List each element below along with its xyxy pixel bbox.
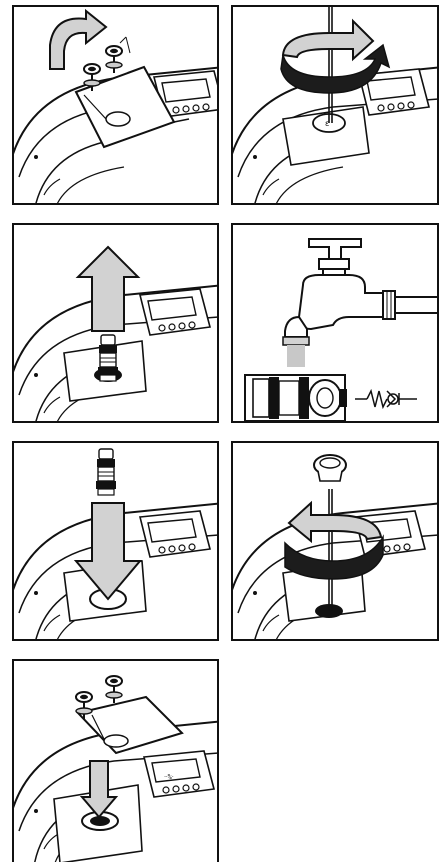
step-6-panel [231, 441, 439, 641]
check-valve [98, 335, 118, 381]
display-readout: ᐧᐧ%ᐧ [164, 773, 174, 781]
step-1-panel [12, 5, 219, 205]
check-valve [245, 375, 347, 421]
step-2-panel: ε [231, 5, 439, 205]
curved-arrow-icon [50, 11, 106, 69]
check-valve [96, 449, 116, 495]
tap-icon [283, 239, 439, 367]
plug [314, 455, 346, 481]
step-7-panel: ᐧᐧ%ᐧ [12, 659, 219, 862]
step-5-panel [12, 441, 219, 641]
check-valve-symbol-icon [355, 391, 417, 407]
step-4-panel [231, 223, 439, 423]
step-3-panel [12, 223, 219, 423]
water-stream [287, 345, 305, 367]
screw-icon [106, 676, 122, 703]
screw-icon [106, 46, 122, 73]
